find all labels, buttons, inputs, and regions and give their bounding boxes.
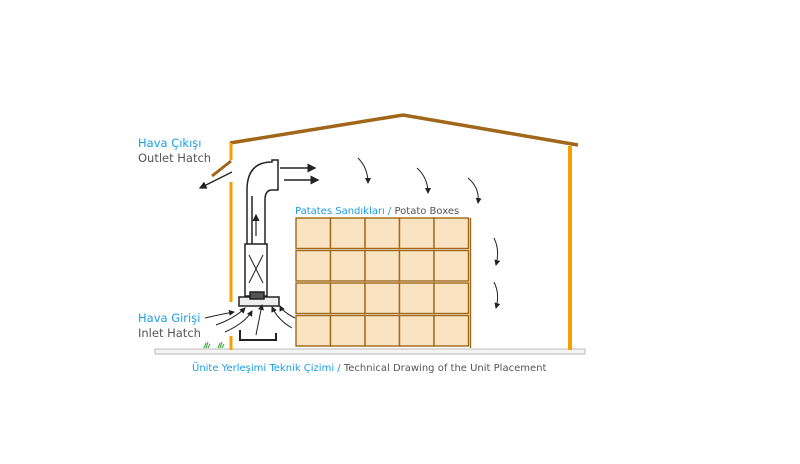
potato-box <box>433 314 470 347</box>
potato-box <box>329 249 366 282</box>
ventilation-unit <box>238 159 280 341</box>
potato-box <box>364 217 401 250</box>
caption-tr: Ünite Yerleşimi Teknik Çizimi / <box>192 363 341 374</box>
potato-box <box>398 217 435 250</box>
potato-box <box>433 217 470 250</box>
grass <box>203 341 225 349</box>
outlet-hatch-label-en: Outlet Hatch <box>138 151 212 165</box>
outlet-air-arrow <box>198 171 233 189</box>
ground <box>154 348 586 355</box>
inlet-air-arrows <box>204 304 296 336</box>
potato-box <box>364 249 401 282</box>
circulation-arrows <box>357 157 501 309</box>
inlet-hatch-label-en: Inlet Hatch <box>138 326 201 340</box>
potato-box <box>433 249 470 282</box>
potato-box <box>295 282 332 315</box>
potato-box <box>329 282 366 315</box>
potato-boxes-label-tr: Patates Sandıkları / <box>295 206 392 217</box>
inlet-hatch-label-tr: Hava Girişi <box>138 311 201 325</box>
roof <box>229 113 579 147</box>
potato-box <box>398 249 435 282</box>
potato-box <box>364 314 401 347</box>
potato-box <box>295 217 332 250</box>
potato-box <box>398 314 435 347</box>
potato-boxes-label: Patates Sandıkları / Potato Boxes <box>295 205 459 219</box>
caption-en: Technical Drawing of the Unit Placement <box>343 363 547 374</box>
outlet-hatch-label-tr: Hava Çıkışı <box>138 136 202 150</box>
outlet-hatch-flap <box>211 159 232 178</box>
potato-box <box>398 282 435 315</box>
potato-box <box>295 249 332 282</box>
caption: Ünite Yerleşimi Teknik Çizimi / Technica… <box>192 362 546 376</box>
potato-boxes-label-en: Potato Boxes <box>394 206 460 217</box>
potato-box <box>295 314 332 347</box>
potato-box <box>329 217 366 250</box>
potato-box <box>433 282 470 315</box>
potato-boxes <box>295 217 472 348</box>
potato-box <box>329 314 366 347</box>
potato-box <box>364 282 401 315</box>
